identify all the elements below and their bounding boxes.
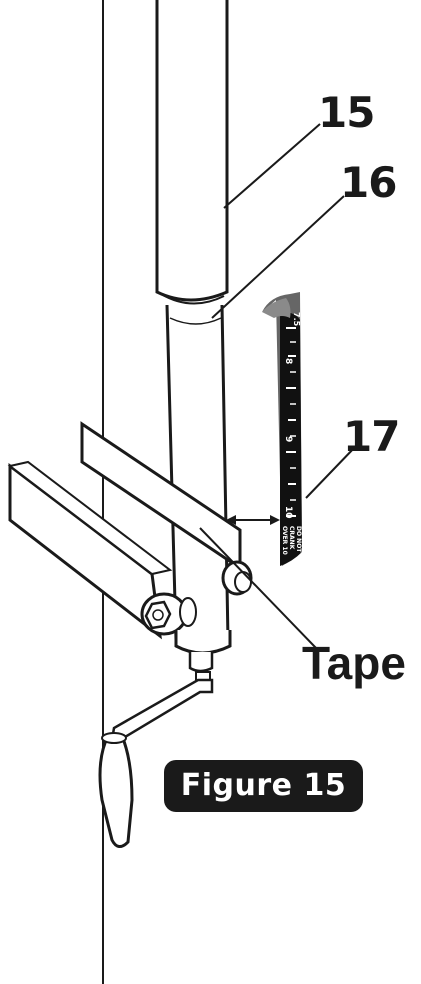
- scale-mark-9: 9: [283, 436, 293, 442]
- tape-warning-line-2: CRANK: [288, 526, 295, 550]
- scale-mark-7-5: 7.5: [292, 312, 301, 327]
- scale-mark-8: 8: [283, 358, 293, 364]
- outer-tube-15: [155, 0, 229, 305]
- measuring-tape-17: 7.5 8 9 10 DO NOT CRANK OVER 10: [262, 292, 302, 566]
- leader-line-15: [223, 123, 321, 209]
- callout-17: 17: [343, 412, 400, 461]
- scale-mark-10: 10: [283, 506, 293, 519]
- figure-label: Figure 15: [164, 760, 363, 812]
- leader-line-16: [211, 195, 345, 319]
- callout-16: 16: [340, 158, 397, 207]
- pivot-bolt: [140, 592, 197, 636]
- tape-warning-line-3: OVER 10: [281, 526, 288, 555]
- crank-handle: [98, 652, 214, 848]
- bracket-lower-plate: [7, 460, 173, 640]
- callout-tape: Tape: [302, 637, 406, 689]
- tube-collar: [174, 630, 232, 655]
- tape-warning-line-1: DO NOT: [295, 526, 302, 553]
- inner-tube-16: [165, 304, 230, 648]
- leader-line-tape: [199, 527, 317, 649]
- leader-line-17: [305, 445, 357, 499]
- callout-15: 15: [318, 88, 375, 137]
- measurement-arrow: [226, 515, 280, 525]
